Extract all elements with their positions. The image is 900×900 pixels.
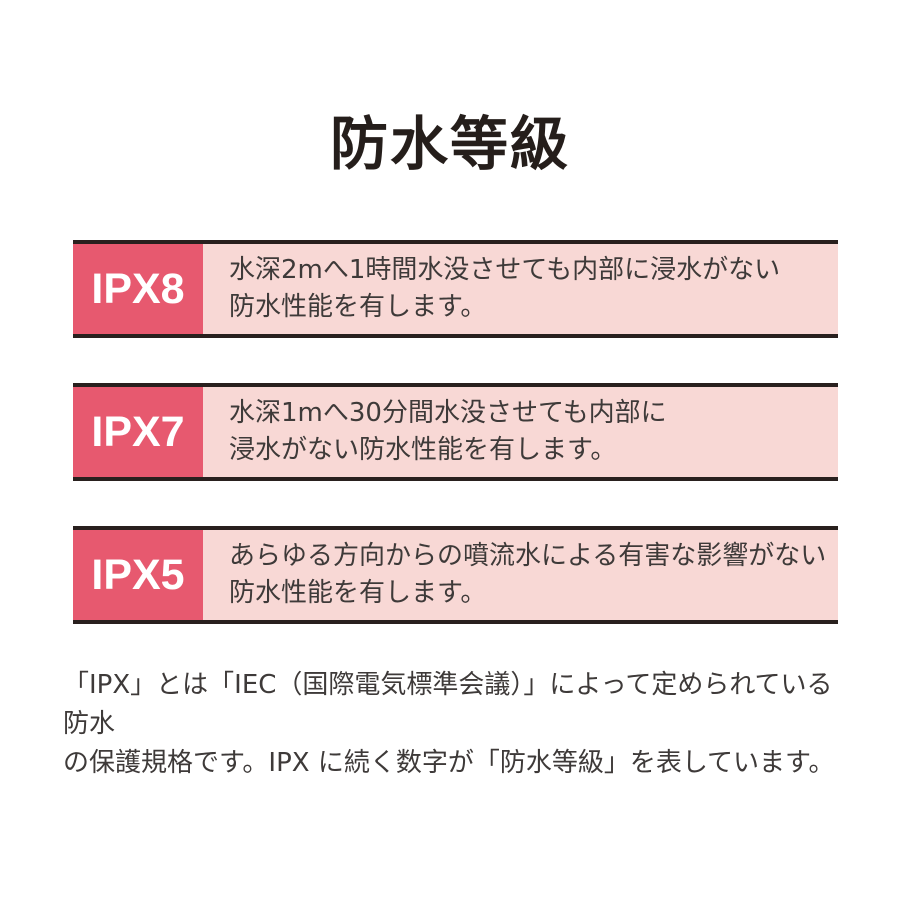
rating-row-ipx7: IPX7 水深1mへ30分間水没させても内部に 浸水がない防水性能を有します。	[73, 383, 838, 481]
rating-code-badge-ipx7: IPX7	[73, 387, 203, 477]
rating-description-ipx7: 水深1mへ30分間水没させても内部に 浸水がない防水性能を有します。	[203, 387, 838, 477]
rating-description-ipx5: あらゆる方向からの噴流水による有害な影響がない 防水性能を有します。	[203, 530, 838, 620]
footnote-line2: の保護規格です。IPX に続く数字が「防水等級」を表しています。	[63, 748, 835, 778]
rating-description-line1: あらゆる方向からの噴流水による有害な影響がない	[229, 541, 827, 571]
page-title: 防水等級	[329, 110, 570, 178]
rating-description-line2: 浸水がない防水性能を有します。	[229, 435, 617, 465]
footnote-line1: 「IPX」とは「IEC（国際電気標準会議）」によって定められている防水	[63, 670, 833, 739]
rating-description-line2: 防水性能を有します。	[229, 292, 487, 322]
rating-code-badge-ipx8: IPX8	[73, 244, 203, 334]
rating-description-line1: 水深2mへ1時間水没させても内部に浸水がない	[229, 255, 781, 285]
rating-code-badge-ipx5: IPX5	[73, 530, 203, 620]
rating-description-ipx8: 水深2mへ1時間水没させても内部に浸水がない 防水性能を有します。	[203, 244, 838, 334]
rating-description-line2: 防水性能を有します。	[229, 578, 487, 608]
footnote: 「IPX」とは「IEC（国際電気標準会議）」によって定められている防水 の保護規…	[63, 666, 843, 783]
rating-description-line1: 水深1mへ30分間水没させても内部に	[229, 398, 667, 428]
rating-table: IPX8 水深2mへ1時間水没させても内部に浸水がない 防水性能を有します。 I…	[73, 240, 838, 624]
rating-row-ipx8: IPX8 水深2mへ1時間水没させても内部に浸水がない 防水性能を有します。	[73, 240, 838, 338]
rating-row-ipx5: IPX5 あらゆる方向からの噴流水による有害な影響がない 防水性能を有します。	[73, 526, 838, 624]
